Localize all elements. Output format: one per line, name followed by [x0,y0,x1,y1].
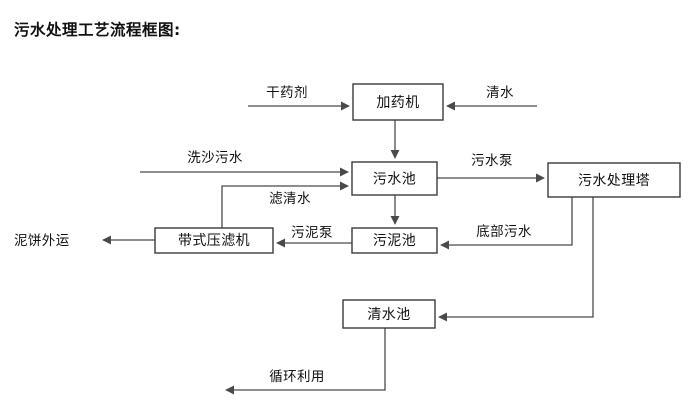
page-title: 污水处理工艺流程框图: [14,21,181,39]
edge-label-clean-water: 清水 [486,85,514,101]
edge-label-sewage-pump: 污水泵 [471,153,513,169]
node-sewage-pool[interactable]: 污水池 [351,161,438,196]
node-label-sewage-pool: 污水池 [373,172,416,188]
node-treatment-tower[interactable]: 污水处理塔 [547,162,681,198]
edge-clear-water-pool-to-recycle [225,328,386,395]
edge-label-dry-reagent: 干药剂 [266,85,308,101]
node-label-treatment-tower: 污水处理塔 [578,173,650,189]
node-dosing-machine[interactable]: 加药机 [352,83,444,121]
node-label-dosing-machine: 加药机 [376,95,419,111]
node-label-clear-water-pool: 清水池 [367,307,410,323]
node-sludge-pool[interactable]: 污泥池 [351,227,438,254]
edge-treatment-tower-to-clear-water-pool [438,197,594,322]
edge-label-sludge-pump: 污泥泵 [291,225,333,241]
edge-label-recycle-reuse: 循环利用 [269,369,325,385]
terminal-label-mud-cake-transport: 泥饼外运 [14,233,70,249]
edge-filtered-water-to-sewage-pool [221,181,349,228]
edge-label-sand-wash-sewage: 洗沙污水 [187,150,243,166]
node-label-belt-filter-press: 带式压滤机 [178,233,250,249]
edge-label-filtered-water: 滤清水 [269,191,311,207]
node-clear-water-pool[interactable]: 清水池 [342,299,436,329]
edge-label-bottom-sewage: 底部污水 [476,224,532,240]
node-label-sludge-pool: 污泥池 [373,233,416,249]
edge-treatment-tower-to-sludge-pool [440,197,573,250]
node-belt-filter-press[interactable]: 带式压滤机 [154,227,274,254]
